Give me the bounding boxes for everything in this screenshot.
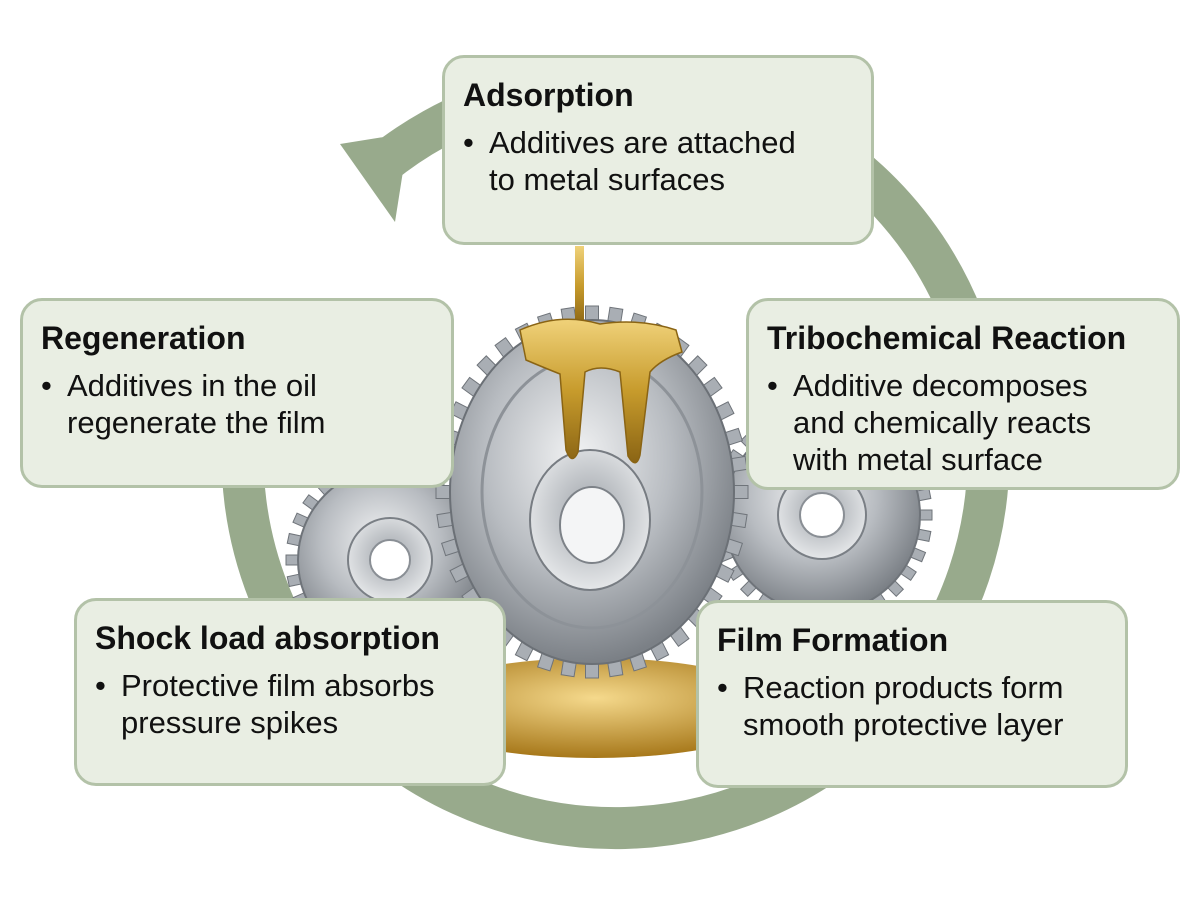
step-title: Film Formation <box>717 622 949 658</box>
bullet-marker: • <box>717 670 728 705</box>
step-bullet-item: • Additives are attached to metal surfac… <box>463 124 851 198</box>
step-title: Regeneration <box>41 320 246 356</box>
bullet-marker: • <box>767 368 778 403</box>
cycle-arrow-head <box>340 133 409 222</box>
step-bullet-item: • Protective film absorbs pressure spike… <box>95 667 483 741</box>
bullet-marker: • <box>95 668 106 703</box>
step-shock-load-absorption: Shock load absorption • Protective film … <box>74 598 506 786</box>
step-regeneration: Regeneration • Additives in the oil rege… <box>20 298 454 488</box>
step-bullet-item: • Additives in the oil regenerate the fi… <box>41 367 431 441</box>
step-description: Additives in the oil regenerate the film <box>67 368 326 440</box>
step-description: Additive decomposes and chemically react… <box>793 368 1092 477</box>
step-tribochemical-reaction: Tribochemical Reaction • Additive decomp… <box>746 298 1180 490</box>
step-film-formation: Film Formation • Reaction products form … <box>696 600 1128 788</box>
step-bullet-item: • Reaction products form smooth protecti… <box>717 669 1105 743</box>
step-title: Adsorption <box>463 77 634 113</box>
step-title: Shock load absorption <box>95 620 440 656</box>
step-title: Tribochemical Reaction <box>767 320 1127 356</box>
bullet-marker: • <box>41 368 52 403</box>
step-description: Additives are attached to metal surfaces <box>489 125 796 197</box>
step-bullet-item: • Additive decomposes and chemically rea… <box>767 367 1157 478</box>
step-adsorption: Adsorption • Additives are attached to m… <box>442 55 874 245</box>
step-description: Protective film absorbs pressure spikes <box>121 668 435 740</box>
step-description: Reaction products form smooth protective… <box>743 670 1064 742</box>
oil-drip <box>519 246 683 464</box>
bullet-marker: • <box>463 125 474 160</box>
